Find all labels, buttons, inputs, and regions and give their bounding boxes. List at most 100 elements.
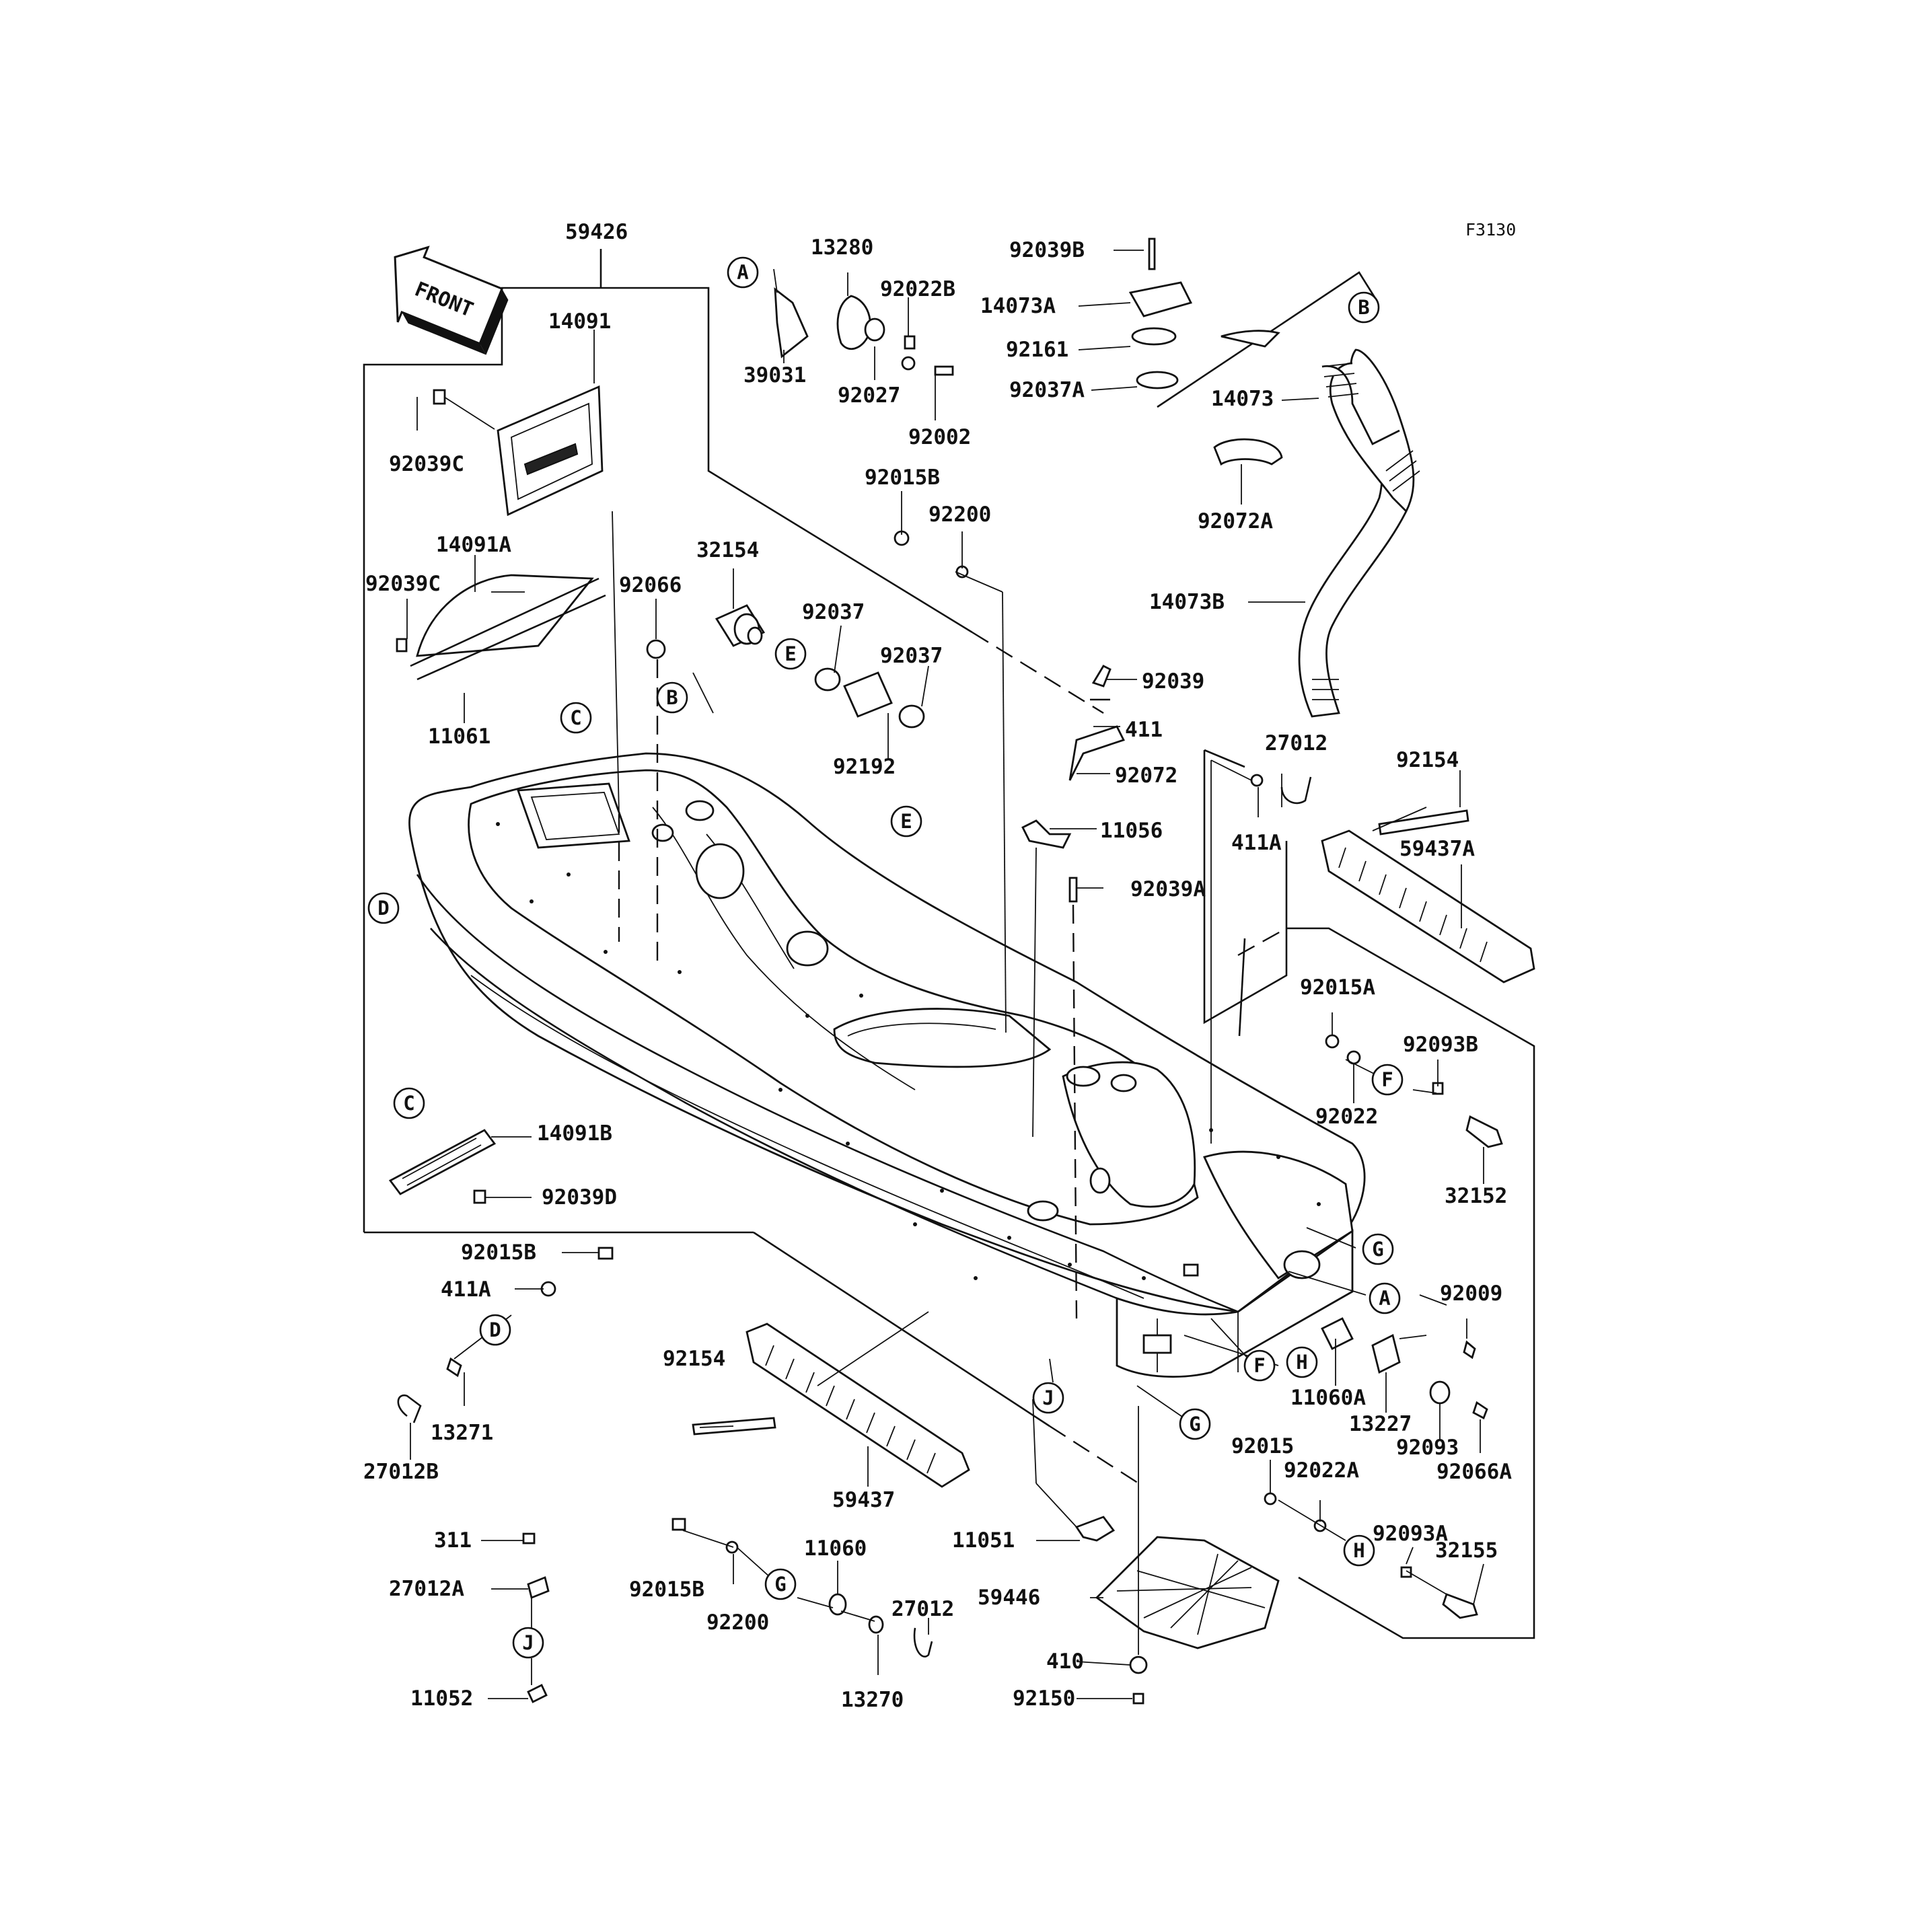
reference-callout: F (1371, 1064, 1404, 1096)
callout-letter: B (1358, 296, 1369, 319)
part-92066-plug (646, 639, 666, 659)
callout-letter: J (1042, 1386, 1054, 1409)
part-number-label: 32155 (1435, 1538, 1498, 1563)
part-number-label: 311 (434, 1528, 472, 1553)
part-number-label: 411A (441, 1277, 491, 1302)
callout-letter: G (1372, 1238, 1383, 1261)
part-32152-fitting (1325, 1034, 1503, 1148)
part-number-label: 92200 (929, 503, 991, 527)
part-number-label: 92022 (1315, 1105, 1378, 1129)
callout-circle (1286, 1346, 1318, 1378)
part-number-label: 13270 (841, 1688, 904, 1712)
part-number-label: 39031 (743, 363, 806, 387)
callout-circle (1179, 1408, 1211, 1440)
part-number-label: 14073B (1149, 590, 1225, 614)
part-number-label: 11051 (952, 1528, 1015, 1553)
reference-callout: E (890, 805, 922, 838)
part-number-label: 92200 (706, 1610, 769, 1635)
group-outline-right (1203, 749, 1535, 1639)
callout-circle (1371, 1064, 1404, 1096)
callout-circle (764, 1568, 797, 1600)
part-59446-grate (1095, 1536, 1280, 1705)
reference-callout: J (1032, 1382, 1064, 1414)
part-number-label: 92093B (1403, 1033, 1478, 1057)
part-number-label: 11060 (804, 1536, 867, 1561)
part-92072A-clamp (1213, 438, 1283, 466)
part-number-label: 92192 (833, 755, 896, 779)
callout-circle (1032, 1382, 1064, 1414)
part-number-label: 92154 (663, 1347, 725, 1371)
part-number-label: 92027 (838, 383, 900, 408)
callout-circle (1243, 1349, 1276, 1382)
callout-circle (393, 1087, 425, 1119)
callout-letter: C (403, 1092, 414, 1115)
part-14091-lid (497, 385, 604, 517)
part-number-label: 14091 (548, 309, 611, 334)
part-number-label: 92022B (880, 277, 955, 301)
callout-letter: H (1353, 1539, 1364, 1562)
part-number-label: 14073A (980, 294, 1056, 318)
part-number-label: 92037A (1009, 378, 1085, 402)
part-number-label: 27012 (891, 1597, 954, 1621)
callout-letter: H (1296, 1351, 1307, 1374)
reference-callout: C (393, 1087, 425, 1119)
part-number-label: 92150 (1013, 1686, 1075, 1711)
callout-letter: D (377, 897, 389, 920)
callout-letter: D (489, 1318, 501, 1341)
part-14091B-cover (388, 1129, 497, 1195)
reference-callout: D (367, 892, 400, 924)
part-number-label: 59446 (978, 1586, 1040, 1610)
group-outline-hose (1157, 271, 1377, 408)
part-27012-411A-top (1250, 774, 1312, 805)
leader-lines (406, 250, 1484, 1699)
callout-circle (479, 1314, 511, 1346)
figure-code: F3130 (1465, 220, 1516, 239)
callout-letter: G (774, 1573, 786, 1596)
part-92039-411-92072-11056 (1021, 665, 1125, 903)
part-number-label: 92072 (1115, 764, 1177, 788)
part-number-label: 92037 (880, 644, 943, 668)
part-11052-bracket (522, 1532, 550, 1703)
callout-circle (560, 702, 592, 734)
part-14073-hose (1221, 330, 1420, 718)
part-number-label: 92002 (908, 425, 971, 449)
part-number-label: 92009 (1440, 1281, 1502, 1306)
callout-circle (1348, 291, 1380, 324)
part-92015B-92200 (894, 530, 969, 579)
callout-circle (890, 805, 922, 838)
part-number-label: 92039B (1009, 238, 1085, 262)
part-number-label: 92039C (389, 452, 464, 476)
part-number-label: 92039D (542, 1185, 617, 1210)
reference-callout: J (512, 1627, 544, 1659)
part-number-label: 13227 (1349, 1412, 1412, 1436)
part-number-label: 92015A (1300, 975, 1375, 1000)
part-number-label: 59437 (832, 1488, 895, 1512)
part-number-label: 92066 (619, 573, 682, 597)
part-14073A-neck (1128, 237, 1193, 389)
part-number-label: 11056 (1100, 819, 1163, 843)
part-number-label: 92072A (1198, 509, 1273, 533)
callout-letter: F (1253, 1354, 1265, 1377)
callout-letter: A (1379, 1287, 1390, 1310)
part-11051-bracket (1075, 1516, 1116, 1542)
part-14091A-cover (410, 574, 606, 681)
part-number-label: 92093A (1373, 1522, 1448, 1546)
part-number-label: 13271 (431, 1421, 493, 1445)
part-number-label: 14091B (537, 1121, 612, 1146)
callout-letter: B (666, 686, 678, 709)
callout-letter: C (570, 706, 581, 729)
part-number-label: 11060A (1290, 1386, 1366, 1410)
reference-callout: G (1362, 1233, 1394, 1265)
callout-letter: E (900, 810, 912, 833)
part-number-label: 27012A (389, 1577, 464, 1601)
reference-callout: D (479, 1314, 511, 1346)
jet-ski-hull (408, 752, 1366, 1378)
part-number-label: 92015B (629, 1577, 704, 1602)
part-59437A-sponson (1321, 809, 1535, 983)
part-number-label: 27012B (363, 1460, 439, 1484)
callout-circle (774, 638, 807, 670)
part-number-label: 92039C (365, 572, 441, 596)
reference-callout: H (1286, 1346, 1318, 1378)
